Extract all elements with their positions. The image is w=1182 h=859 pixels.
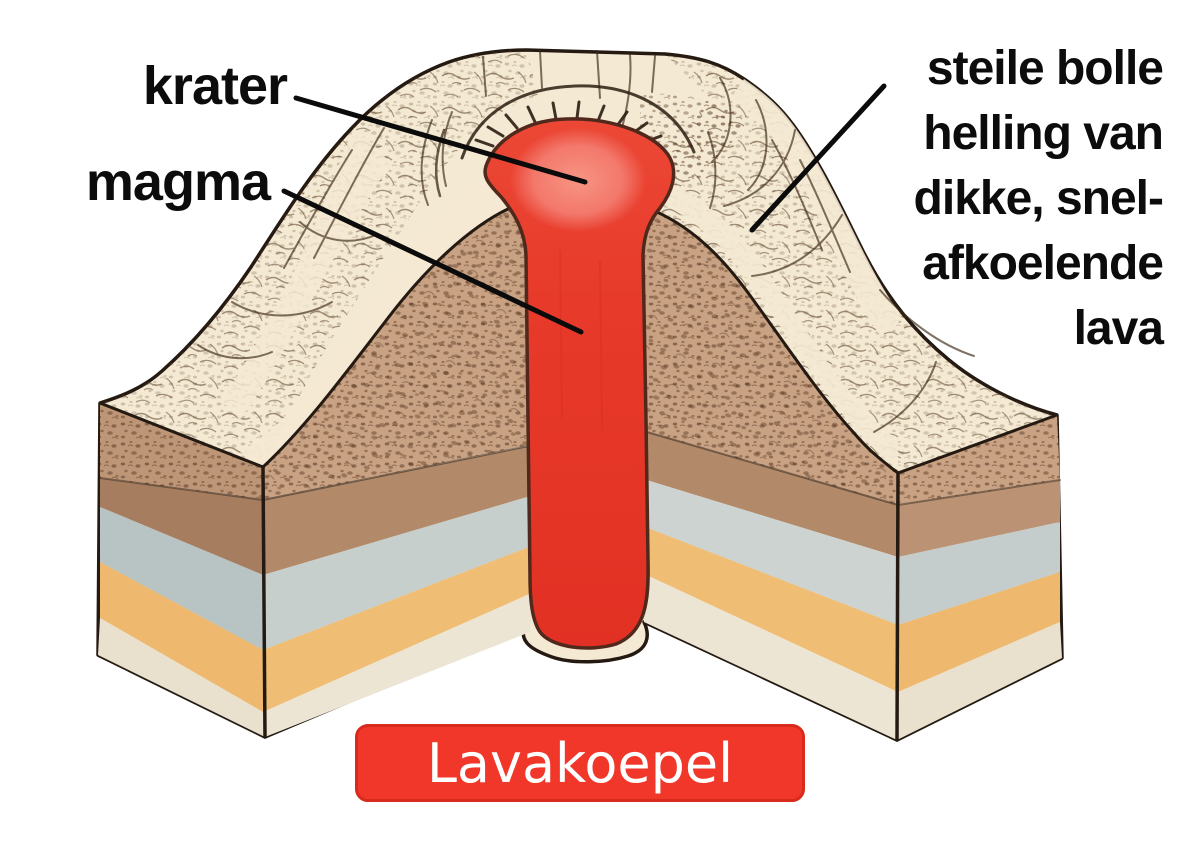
steep-slope-label: steile bolle helling van dikke, snel- af…	[913, 42, 1164, 355]
dome-surface-bands	[222, 79, 903, 470]
dome-interior-cut-faces	[100, 205, 1060, 505]
slope-leader-line	[749, 83, 887, 233]
block-edges	[98, 203, 1061, 742]
krater-leader-line	[293, 95, 588, 185]
krater-label: krater	[142, 56, 288, 116]
title-banner: Lavakoepel	[355, 724, 805, 802]
magma-leader-line	[281, 188, 584, 335]
magma-label: magma	[85, 152, 271, 212]
leader-lines	[281, 83, 887, 335]
rock-strata	[98, 430, 1062, 740]
title-banner-text: Lavakoepel	[426, 731, 734, 795]
crack-lines	[197, 50, 975, 433]
